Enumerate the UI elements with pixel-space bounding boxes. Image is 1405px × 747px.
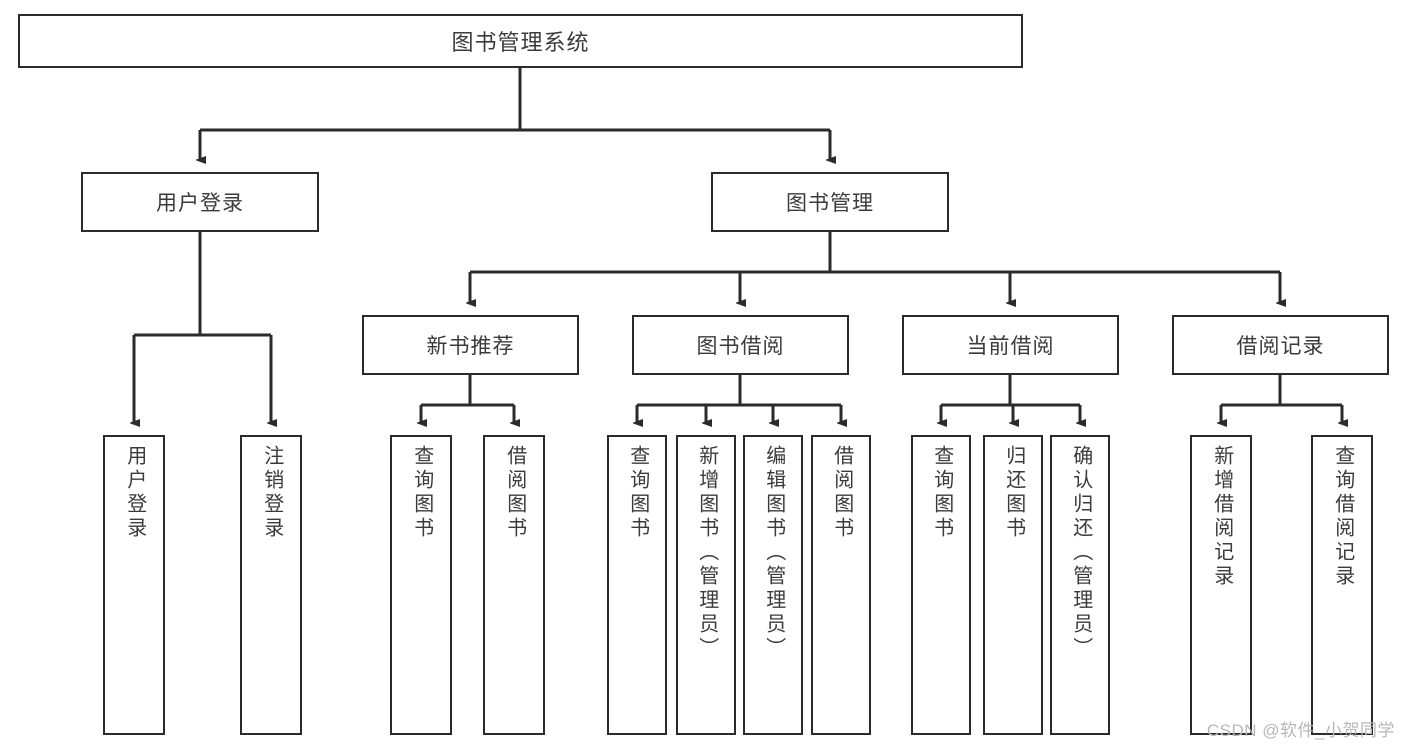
watermark: CSDN @软件_小贺同学: [1206, 721, 1395, 740]
leaf-node-label: 查询借阅记录: [1331, 445, 1354, 589]
leaf-node-label: 确认归还（管理员）: [1069, 445, 1092, 661]
leaf-node-label: 查询图书: [930, 445, 953, 541]
leaf-node[interactable]: 归还图书: [983, 435, 1043, 735]
leaf-node-label: 新增图书（管理员）: [695, 445, 718, 661]
leaf-node-label: 归还图书: [1002, 445, 1025, 541]
leaf-node[interactable]: 借阅图书: [483, 435, 545, 735]
node-borrow-records[interactable]: 借阅记录: [1172, 315, 1389, 375]
leaf-node-label: 用户登录: [123, 445, 146, 541]
leaf-node[interactable]: 查询图书: [607, 435, 667, 735]
leaf-node[interactable]: 注销登录: [240, 435, 302, 735]
node-borrow-records-label: 借阅记录: [1236, 335, 1325, 358]
leaf-node[interactable]: 借阅图书: [811, 435, 871, 735]
leaf-node[interactable]: 新增图书（管理员）: [676, 435, 736, 735]
leaf-node-label: 新增借阅记录: [1210, 445, 1233, 589]
leaf-node-label: 查询图书: [410, 445, 433, 541]
leaf-node[interactable]: 编辑图书（管理员）: [743, 435, 803, 735]
node-root[interactable]: 图书管理系统: [18, 14, 1023, 68]
node-current-borrow[interactable]: 当前借阅: [902, 315, 1119, 375]
node-root-label: 图书管理系统: [451, 30, 590, 55]
leaf-node[interactable]: 确认归还（管理员）: [1050, 435, 1110, 735]
leaf-node[interactable]: 新增借阅记录: [1190, 435, 1252, 735]
connectors: [134, 68, 1342, 423]
leaf-node[interactable]: 查询借阅记录: [1311, 435, 1373, 735]
node-new-book-recommend-label: 新书推荐: [426, 335, 515, 358]
node-book-borrow[interactable]: 图书借阅: [632, 315, 849, 375]
node-book-borrow-label: 图书借阅: [696, 335, 785, 358]
node-user-login-label: 用户登录: [156, 192, 244, 215]
leaf-node-label: 借阅图书: [503, 445, 526, 541]
node-book-management-label: 图书管理: [786, 192, 874, 215]
leaf-node[interactable]: 查询图书: [390, 435, 452, 735]
node-book-management[interactable]: 图书管理: [711, 172, 949, 232]
leaf-node-label: 注销登录: [260, 445, 283, 541]
node-current-borrow-label: 当前借阅: [966, 335, 1055, 358]
leaf-node-label: 编辑图书（管理员）: [762, 445, 785, 661]
leaf-node[interactable]: 查询图书: [911, 435, 971, 735]
leaf-node-label: 查询图书: [626, 445, 649, 541]
node-new-book-recommend[interactable]: 新书推荐: [362, 315, 579, 375]
node-user-login[interactable]: 用户登录: [81, 172, 319, 232]
leaf-node[interactable]: 用户登录: [103, 435, 165, 735]
leaf-node-label: 借阅图书: [830, 445, 853, 541]
